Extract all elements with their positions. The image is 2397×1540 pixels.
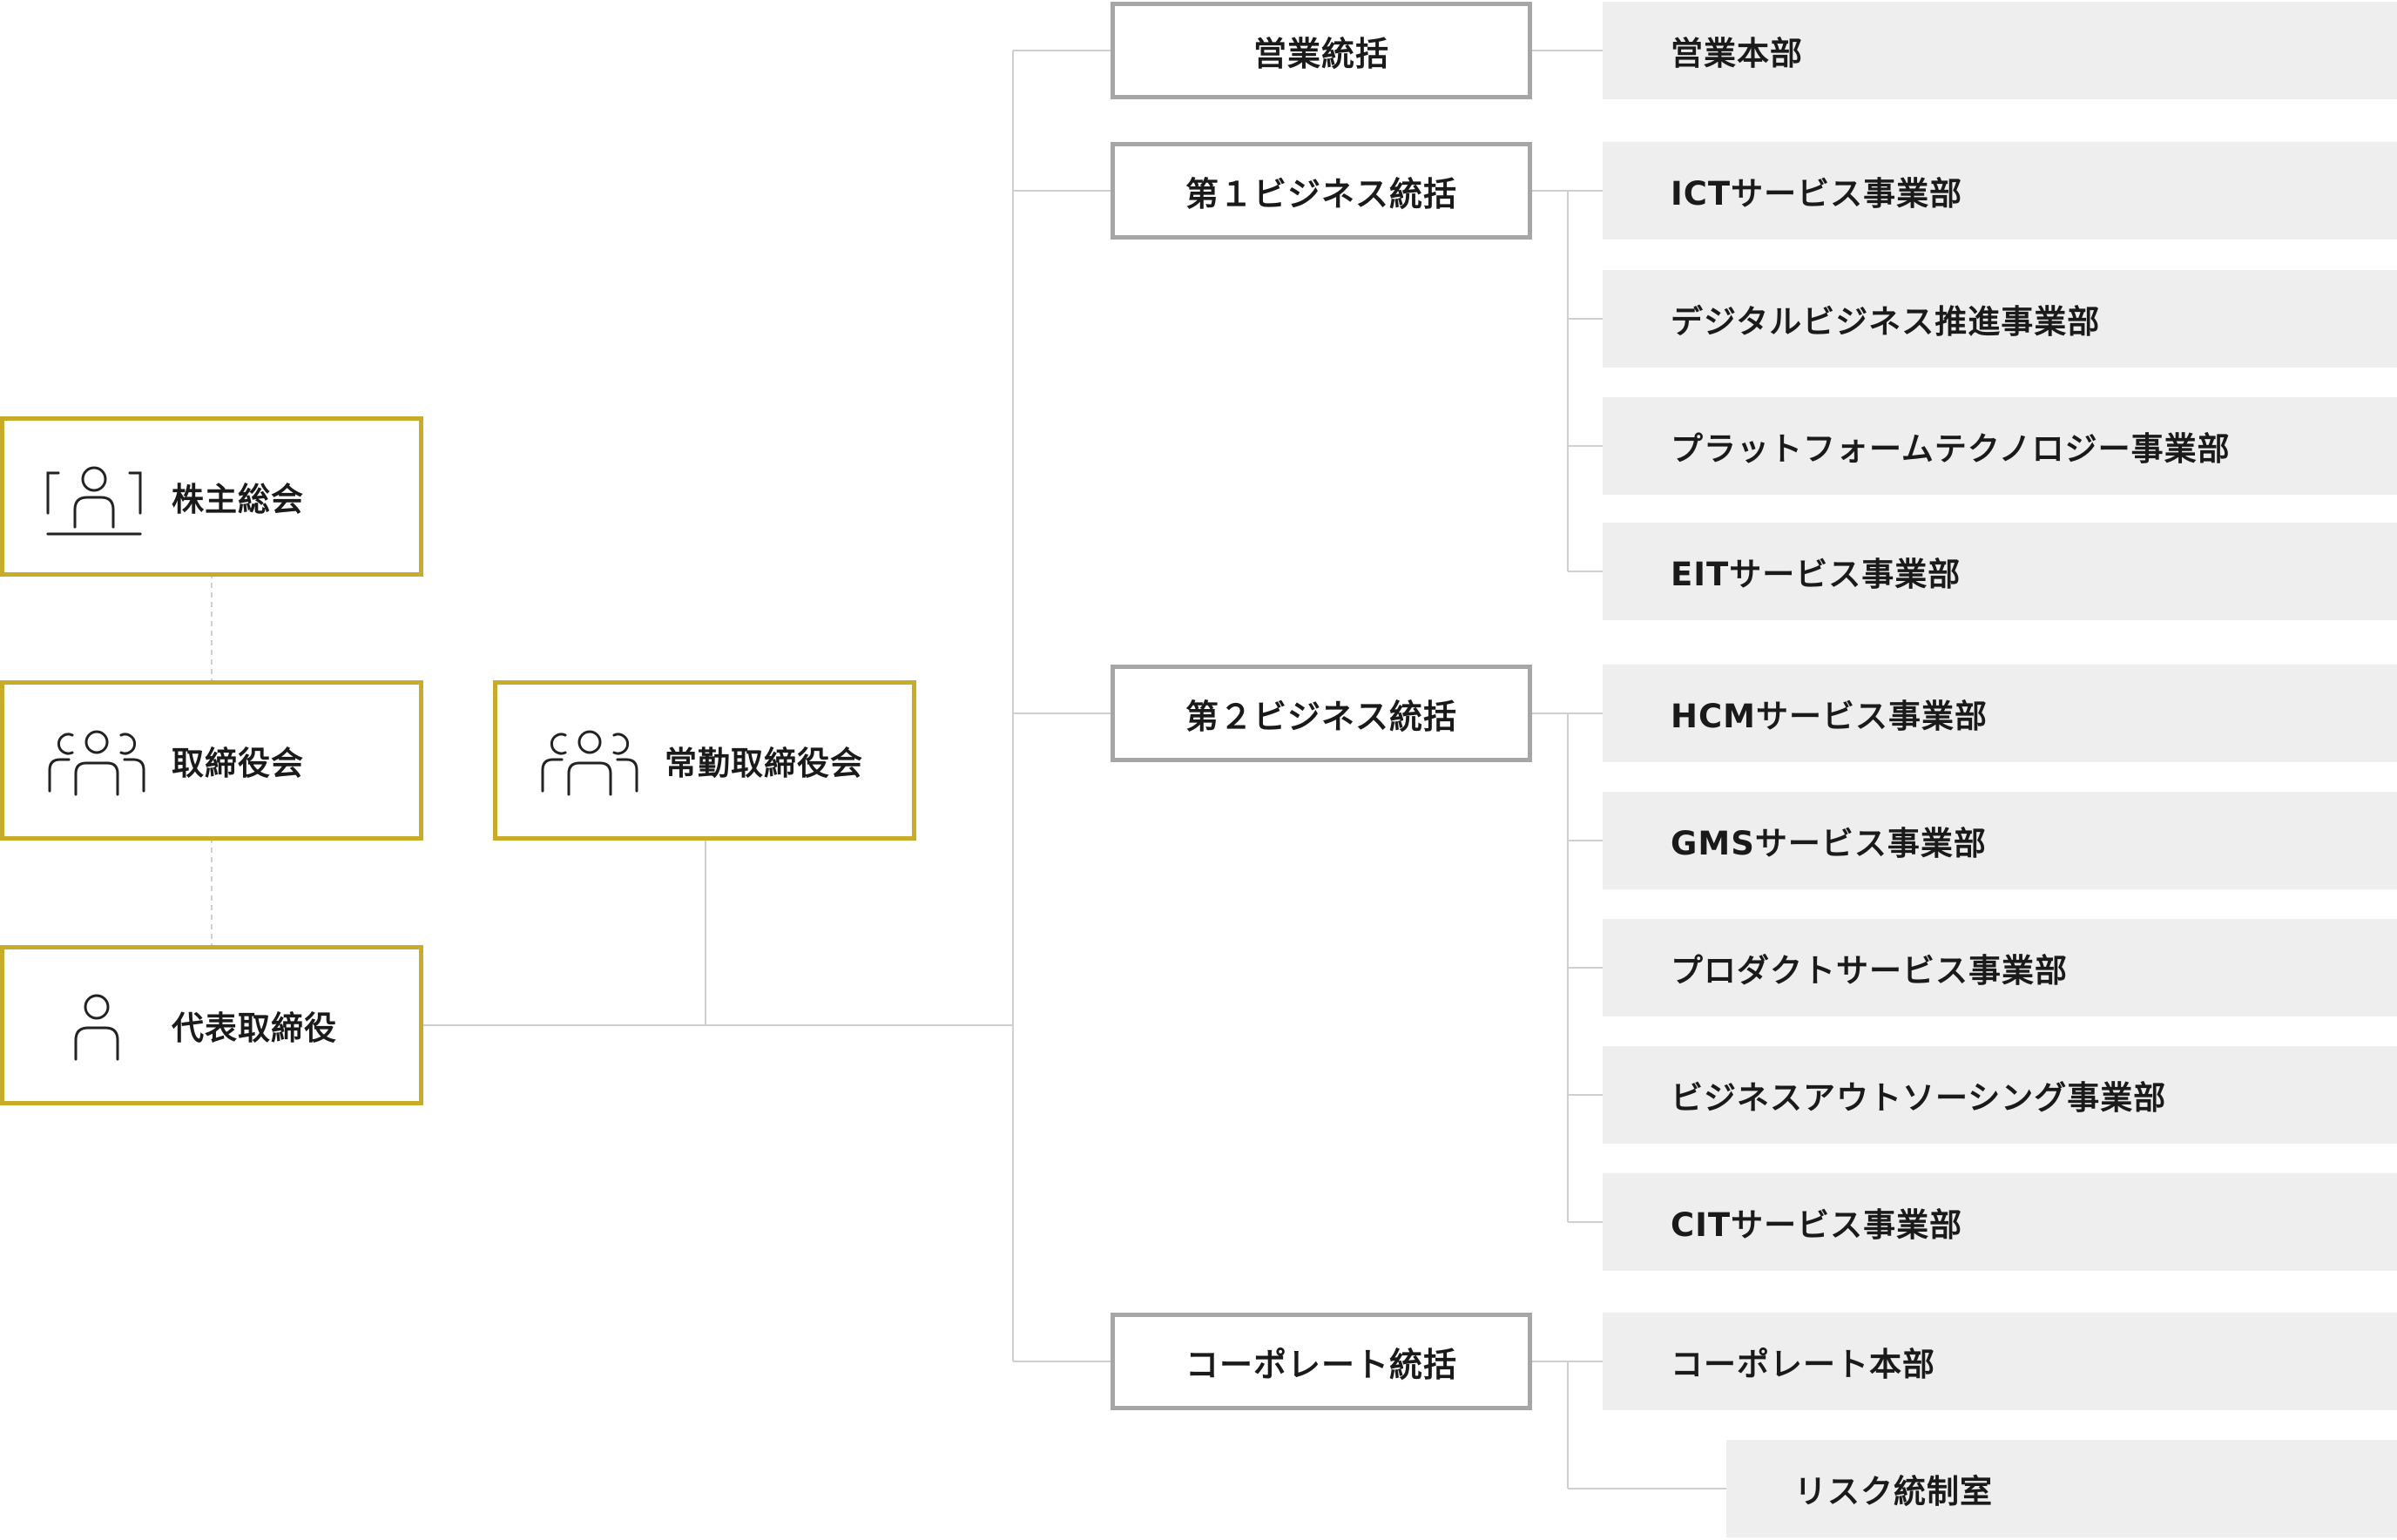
group-people-icon xyxy=(541,730,638,796)
division-corporate: コーポレート統括 xyxy=(1111,1313,1532,1410)
department-gms-services: GMSサービス事業部 xyxy=(1603,792,2397,889)
person-icon xyxy=(74,994,119,1061)
department-sales-hq: 営業本部 xyxy=(1603,2,2397,99)
department-risk-control: リスク統制室 xyxy=(1726,1440,2397,1537)
department-label: 営業本部 xyxy=(1671,35,1803,72)
node-shareholders-meeting: 株主総会 xyxy=(0,416,423,577)
department-digital-business: デジタルビジネス推進事業部 xyxy=(1603,270,2397,368)
department-label: ICTサービス事業部 xyxy=(1671,175,1963,213)
department-eit-services: EITサービス事業部 xyxy=(1603,523,2397,620)
department-platform-technology: プラットフォームテクノロジー事業部 xyxy=(1603,397,2397,495)
label-standing-board: 常勤取締役会 xyxy=(665,745,863,782)
department-label: デジタルビジネス推進事業部 xyxy=(1671,303,2101,341)
department-label: コーポレート本部 xyxy=(1671,1346,1935,1383)
department-label: CITサービス事業部 xyxy=(1671,1206,1963,1244)
node-board-of-directors: 取締役会 xyxy=(0,680,423,841)
department-business-outsourcing: ビジネスアウトソーシング事業部 xyxy=(1603,1046,2397,1144)
department-label: プラットフォームテクノロジー事業部 xyxy=(1671,430,2231,468)
division-business-1: 第１ビジネス統括 xyxy=(1111,142,1532,240)
department-label: GMSサービス事業部 xyxy=(1671,825,1987,862)
department-product-services: プロダクトサービス事業部 xyxy=(1603,919,2397,1017)
node-representative-director: 代表取締役 xyxy=(0,945,423,1105)
department-hcm-services: HCMサービス事業部 xyxy=(1603,665,2397,762)
shareholder-podium-icon xyxy=(46,466,142,536)
node-standing-board: 常勤取締役会 xyxy=(493,680,916,841)
division-label: 営業統括 xyxy=(1253,34,1389,73)
department-label: リスク統制室 xyxy=(1794,1473,1993,1510)
department-label: プロダクトサービス事業部 xyxy=(1671,952,2068,990)
division-label: 第１ビジネス統括 xyxy=(1185,174,1457,213)
department-label: ビジネスアウトソーシング事業部 xyxy=(1671,1079,2167,1117)
division-business-2: 第２ビジネス統括 xyxy=(1111,665,1532,762)
department-label: EITサービス事業部 xyxy=(1671,556,1961,593)
department-corporate-hq: コーポレート本部 xyxy=(1603,1313,2397,1410)
label-board-of-directors: 取締役会 xyxy=(172,745,304,782)
department-label: HCMサービス事業部 xyxy=(1671,698,1988,735)
group-people-icon xyxy=(48,730,145,796)
division-label: コーポレート統括 xyxy=(1185,1345,1457,1384)
label-shareholders-meeting: 株主総会 xyxy=(172,481,304,518)
department-ict-services: ICTサービス事業部 xyxy=(1603,142,2397,240)
label-representative-director: 代表取締役 xyxy=(172,1010,337,1047)
department-cit-services: CITサービス事業部 xyxy=(1603,1173,2397,1271)
division-label: 第２ビジネス統括 xyxy=(1185,697,1457,736)
division-sales: 営業統括 xyxy=(1111,2,1532,99)
